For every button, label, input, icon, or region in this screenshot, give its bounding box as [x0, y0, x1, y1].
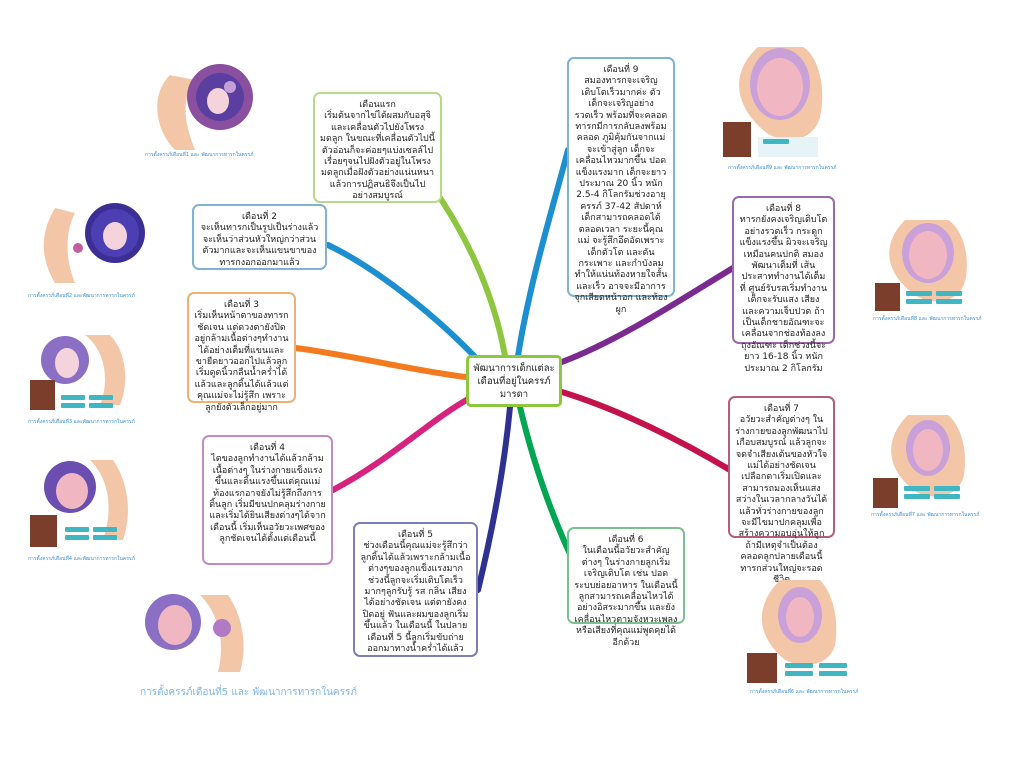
fetus-month-9-icon: [723, 47, 823, 157]
month-9-text: สมองทารกจะเจริญเติบโตเร็วมากค่ะ ตัว เด็ก…: [574, 76, 668, 315]
month-8-text: ทารกยังคงเจริญเติบโต อย่างรวดเร็ว กระดูก…: [739, 215, 828, 374]
illustration-month-5: [140, 590, 260, 675]
fetus-month-8-icon: [875, 220, 967, 311]
illustration-month-5-caption: การตั้งครรภ์เดือนที่5 และ พัฒนาการทารกใน…: [140, 687, 357, 698]
illustration-month-7-caption: การตั้งครรภ์เดือนที่7 และ พัฒนาการทารกใน…: [871, 512, 980, 518]
month-1-text: เริ่มต้นจากไข่ได้ผสมกับอสุจิ และเคลื่อนต…: [320, 111, 435, 202]
illustration-month-4-caption: การตั้งครรภ์เดือนที่4 และพัฒนาการทารกในค…: [28, 556, 135, 562]
month-6-box[interactable]: เดือนที่ 6 ในเดือนนี้อวัยวะสำคัญต่างๆ ใน…: [567, 527, 685, 648]
illustration-month-8: การตั้งครรภ์เดือนที่8 และ พัฒนาการทารกใน…: [870, 215, 990, 325]
fetus-month-4-icon: [30, 460, 128, 547]
month-5-title: เดือนที่ 5: [398, 530, 433, 540]
month-6-title: เดือนที่ 6: [608, 535, 644, 545]
month-4-box[interactable]: เดือนที่ 4 ไตของลูกทำงานได้แล้วกล้ามเนื้…: [202, 435, 333, 565]
illustration-month-7: การตั้งครรภ์เดือนที่7 และ พัฒนาการทารกใน…: [868, 410, 988, 520]
branch-month-3: [293, 345, 469, 380]
month-1-title: เดือนแรก: [359, 100, 396, 110]
fetus-month-3-icon: [30, 335, 126, 410]
fetus-month-7-icon: [873, 415, 966, 508]
branch-month-7: [559, 389, 733, 473]
illustration-month-6: การตั้งครรภ์เดือนที่6 และ พัฒนาการทารกใน…: [735, 575, 865, 700]
illustration-month-1-caption: การตั้งครรภ์เดือนที่1 และ พัฒนาการทารกใน…: [145, 152, 254, 158]
branch-month-5: [475, 404, 513, 593]
fetus-month-5-icon: [145, 594, 244, 672]
month-5-box[interactable]: เดือนที่ 5 ช่วงเดือนนี้คุณแม่จะรู้สึกว่า…: [353, 522, 478, 657]
illustration-month-1: การตั้งครรภ์เดือนที่1 และ พัฒนาการทารกใน…: [140, 55, 290, 160]
illustration-month-3-caption: การตั้งครรภ์เดือนที่3 และพัฒนาการทารกในค…: [28, 419, 135, 425]
month-3-box[interactable]: เดือนที่ 3 เริ่มเห็นหน้าตาของทารกชัดเจน …: [187, 292, 296, 413]
fetus-month-6-icon: [747, 580, 847, 683]
illustration-month-3: การตั้งครรภ์เดือนที่3 และพัฒนาการทารกในค…: [25, 325, 140, 425]
month-4-text: ไตของลูกทำงานได้แล้วกล้ามเนื้อต่างๆ ในร่…: [209, 454, 326, 545]
illustration-month-9-caption: การตั้งครรภ์เดือนที่9 และ พัฒนาการทารกใน…: [728, 165, 837, 171]
month-9-box[interactable]: เดือนที่ 9 สมองทารกจะเจริญเติบโตเร็วมากค…: [567, 57, 675, 315]
illustration-month-2-caption: การตั้งครรภ์เดือนที่2 และพัฒนาการทารกในค…: [28, 293, 135, 299]
central-topic-text: พัฒนาการเด็กแต่ละเดือนที่อยู่ในครรภ์มารด…: [473, 362, 555, 400]
month-2-text: จะเห็นทารกเป็นรูปเป็นร่างแล้ว จะเห็นว่าส…: [200, 223, 319, 268]
branch-month-9: [515, 147, 571, 359]
month-4-title: เดือนที่ 4: [250, 443, 285, 453]
month-1-box[interactable]: เดือนแรก เริ่มต้นจากไข่ได้ผสมกับอสุจิ แล…: [313, 92, 442, 203]
illustration-month-6-caption: การตั้งครรภ์เดือนที่6 และ พัฒนาการทารกใน…: [750, 689, 859, 695]
central-topic[interactable]: พัฒนาการเด็กแต่ละเดือนที่อยู่ในครรภ์มารด…: [466, 355, 562, 407]
branch-month-8: [559, 265, 736, 365]
month-2-title: เดือนที่ 2: [242, 212, 277, 222]
month-7-text: อวัยวะสำคัญต่างๆ ในร่างกายของลูกพัฒนาไปเ…: [735, 415, 828, 586]
illustration-month-9: การตั้งครรภ์เดือนที่9 และ พัฒนาการทารกใน…: [718, 42, 848, 172]
month-9-title: เดือนที่ 9: [603, 65, 639, 75]
branch-month-2: [325, 242, 481, 363]
month-7-box[interactable]: เดือนที่ 7 อวัยวะสำคัญต่างๆ ในร่างกายของ…: [728, 396, 835, 585]
month-3-title: เดือนที่ 3: [224, 300, 259, 310]
embryo-diagram-icon: [157, 64, 253, 150]
month-5-text: ช่วงเดือนนี้คุณแม่จะรู้สึกว่าลูกดิ้นได้แ…: [360, 541, 471, 655]
month-2-box[interactable]: เดือนที่ 2 จะเห็นทารกเป็นรูปเป็นร่างแล้ว…: [192, 204, 327, 270]
branch-month-4: [330, 395, 473, 493]
month-7-title: เดือนที่ 7: [764, 404, 799, 414]
illustration-month-8-caption: การตั้งครรภ์เดือนที่8 และ พัฒนาการทารกใน…: [873, 316, 982, 322]
month-8-title: เดือนที่ 8: [766, 204, 801, 214]
month-8-box[interactable]: เดือนที่ 8 ทารกยังคงเจริญเติบโต อย่างรวด…: [732, 196, 835, 374]
fetus-month-2-icon: [43, 203, 145, 283]
month-6-text: ในเดือนนี้อวัยวะสำคัญต่างๆ ในร่างกายลูกเ…: [574, 546, 678, 648]
month-3-text: เริ่มเห็นหน้าตาของทารกชัดเจน แต่ดวงตายัง…: [194, 311, 289, 413]
illustration-month-2: การตั้งครรภ์เดือนที่2 และพัฒนาการทารกในค…: [10, 188, 150, 299]
illustration-month-4: การตั้งครรภ์เดือนที่4 และพัฒนาการทารกในค…: [25, 455, 140, 565]
